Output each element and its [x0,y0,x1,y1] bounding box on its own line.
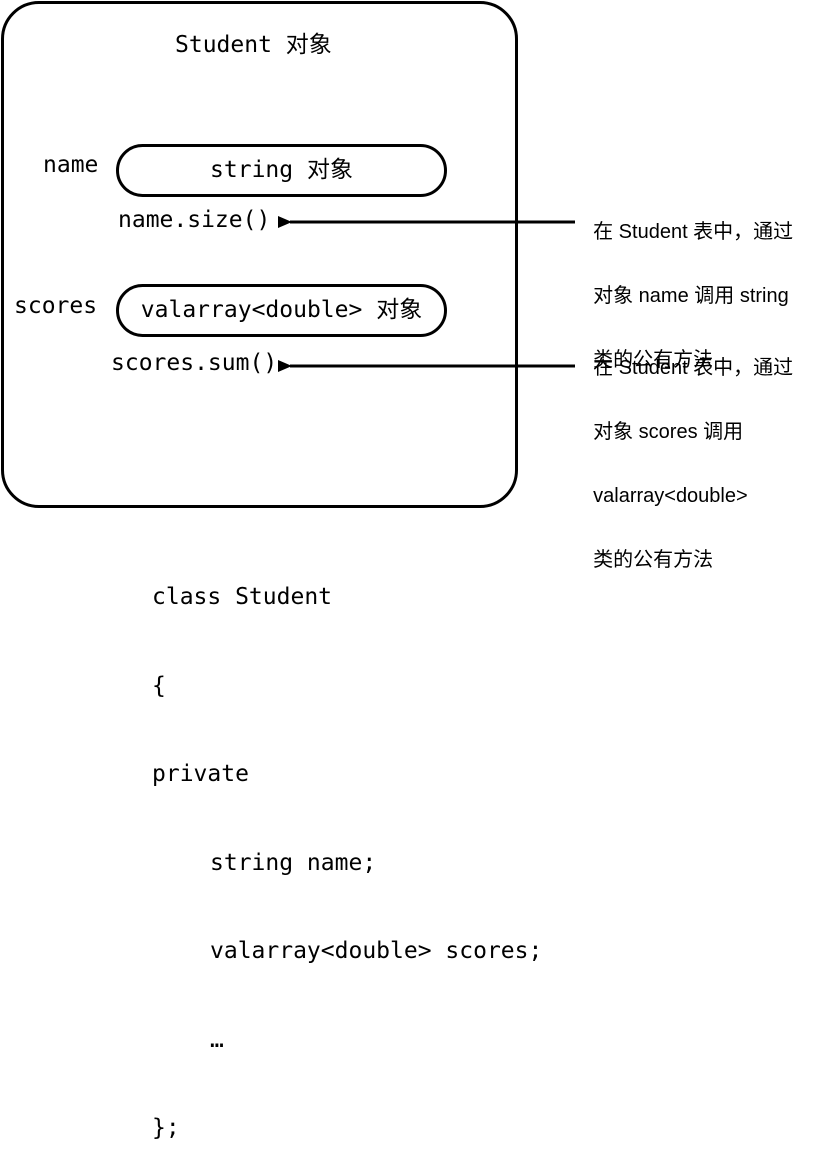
scores-annotation-line-4: 类的公有方法 [593,549,714,571]
name-size-method: name.size() [118,207,271,233]
valarray-object-pill: valarray<double> 对象 [116,284,447,337]
scores-annotation: 在 Student 表中，通过 对象 scores 调用 valarray<do… [582,320,793,576]
scores-annotation-line-1: 在 Student 表中，通过 [593,357,794,379]
code-line-string-name: string name; [210,849,377,876]
title-text: Student 对象 [175,32,332,58]
name-annotation: 在 Student 表中，通过 对象 name 调用 string 类的公有方法 [582,184,793,376]
name-member-label: name [43,152,99,178]
name-annotation-line-2: 对象 name 调用 string [593,285,789,307]
code-line-class: class Student [152,584,333,610]
code-line-open-brace: { [152,672,166,699]
scores-sum-method: scores.sum() [111,350,278,376]
valarray-object-label: valarray<double> 对象 [140,297,423,323]
string-object-pill: string 对象 [116,144,447,197]
code-line-valarray-scores: valarray<double> scores; [210,938,543,964]
scores-annotation-line-3: valarray<double> [593,485,748,507]
class-declaration-code: class Student { private string name; val… [152,524,542,1173]
scores-annotation-line-2: 对象 scores 调用 [593,421,744,443]
string-object-label: string 对象 [210,157,353,183]
scores-member-label: scores [14,293,98,319]
code-line-close-brace: }; [152,1115,180,1141]
student-object-title: Student 对象 [175,34,332,57]
code-line-ellipsis: … [210,1026,224,1053]
name-annotation-line-3: 类的公有方法 [593,349,714,371]
name-annotation-line-1: 在 Student 表中，通过 [593,221,794,243]
code-line-private: private [152,761,249,787]
student-object-box [1,1,518,508]
